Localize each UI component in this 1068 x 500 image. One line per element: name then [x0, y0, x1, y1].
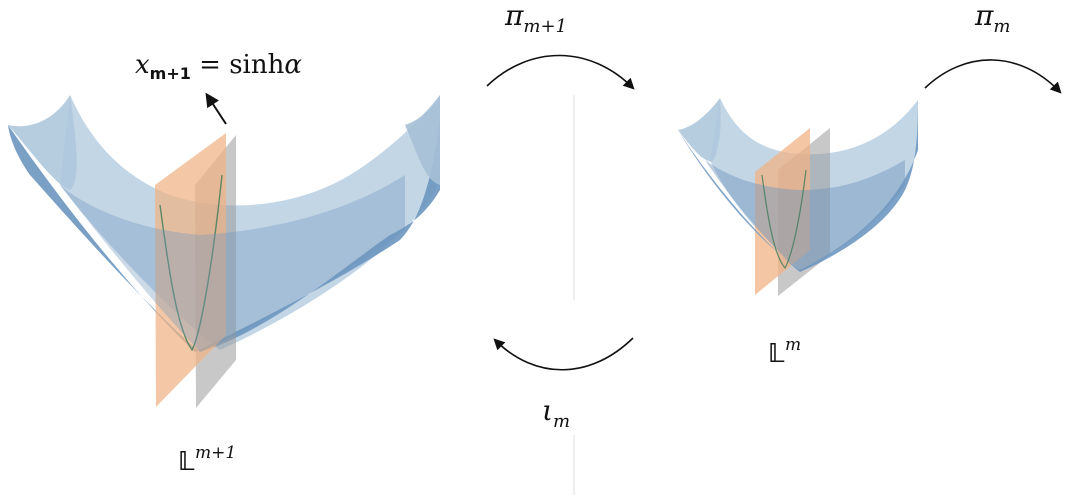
large-hyperboloid-figure [8, 95, 440, 408]
equation-label: xm+1 = sinhα [135, 50, 302, 125]
label-pi-m1: πm+1 [504, 0, 567, 37]
eq-var: x [135, 50, 150, 80]
large-surface-tint [60, 175, 405, 352]
label-iota-m: ιm [542, 394, 570, 432]
pi-m-symbol: π [974, 0, 994, 32]
large-surface-back [60, 95, 440, 350]
pi-m-subscript: m [993, 16, 1010, 37]
iota-m-arrow-group: ιm [493, 337, 634, 432]
eq-sub: m+1 [150, 64, 191, 83]
small-surface-left-lobe [678, 98, 721, 162]
label-L-m: 𝕃m [768, 335, 801, 369]
L-m-symbol: 𝕃 [768, 339, 785, 369]
large-orange-plane [155, 133, 226, 407]
pi-m1-symbol: π [504, 0, 524, 32]
small-orange-plane [755, 128, 810, 295]
label-L-m1: 𝕃m+1 [178, 443, 236, 477]
eq-param: α [284, 50, 302, 80]
curved-arrow-icon [924, 59, 1062, 94]
L-m1-superscript: m+1 [195, 443, 236, 463]
large-curve [159, 174, 223, 352]
iota-m-symbol: ι [542, 394, 553, 427]
curved-arrow-icon [486, 54, 635, 90]
curved-arrow-icon [493, 337, 634, 371]
large-surface-left-lobe [8, 95, 77, 190]
pi-m1-arrow-group: πm+1 [486, 0, 635, 90]
iota-m-subscript: m [553, 411, 570, 432]
small-surface-tint [705, 160, 905, 272]
small-hyperboloid-figure [678, 98, 918, 296]
large-surface-right-lobe [405, 95, 440, 185]
pi-m1-subscript: m+1 [523, 16, 567, 37]
eq-rhs: = sinh [191, 50, 285, 80]
L-m-superscript: m [785, 335, 801, 355]
straight-arrow-icon [205, 92, 227, 125]
label-pi-m: πm [974, 0, 1010, 37]
svg-text:xm+1 = sinhα: xm+1 = sinhα [135, 50, 302, 83]
small-curve [761, 169, 807, 270]
L-m1-symbol: 𝕃 [178, 447, 195, 477]
pi-m-arrow-group: πm [924, 0, 1062, 94]
